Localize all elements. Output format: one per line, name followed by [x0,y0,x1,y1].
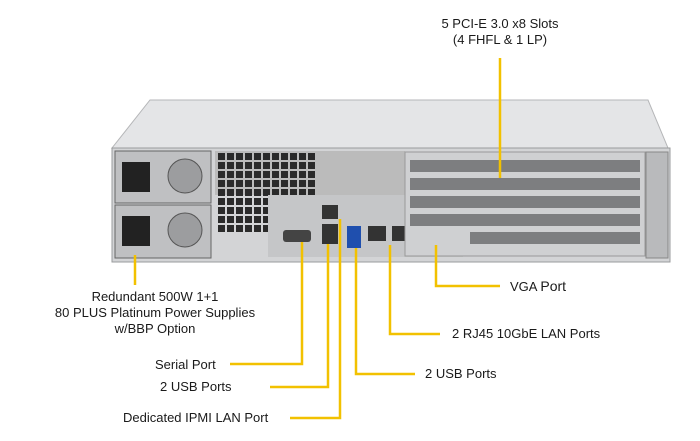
ipmi-lan-label: Dedicated IPMI LAN Port [123,410,269,425]
pcie-slots-label: 5 PCI-E 3.0 x8 Slots (4 FHFL & 1 LP) [415,16,585,48]
rj45-port-1 [368,226,386,241]
usb-left-label: 2 USB Ports [160,379,232,394]
ipmi-lan-port [322,205,338,219]
power-supply-1 [114,150,212,204]
pcie-label-line1: 5 PCI-E 3.0 x8 Slots [441,16,559,31]
usb-left-callout-line [270,244,330,389]
vga-port-label: VGA Port [510,278,566,295]
psu-label-line1: Redundant 500W 1+1 [91,289,219,304]
pcie-label-line2: (4 FHFL & 1 LP) [452,32,548,47]
usb-ports-right [347,226,361,248]
serial-port [283,230,311,242]
usb-right-callout-line [354,248,415,376]
callout-lines [133,58,502,420]
rj45-label: 2 RJ45 10GbE LAN Ports [452,326,601,341]
vga-callout-line [434,245,500,288]
vga-label-prefix: VGA [510,279,537,294]
rj45-callout-line [388,245,440,336]
psu-label-line2: 80 PLUS Platinum Power Supplies [54,305,256,320]
psu-label-line3: w/BBP Option [114,321,196,336]
power-supply-2 [114,204,212,259]
serial-callout-line [230,242,304,366]
chassis-top [110,99,669,149]
psu-label: Redundant 500W 1+1 80 PLUS Platinum Powe… [45,289,265,337]
rack-ear [645,151,669,259]
vga-label-suffix: Port [540,278,567,294]
usb-right-label: 2 USB Ports [425,366,497,381]
usb-ports-left [322,224,338,244]
serial-port-label: Serial Port [155,357,216,372]
pcie-slots [404,151,646,257]
ipmi-callout-line [290,219,342,420]
